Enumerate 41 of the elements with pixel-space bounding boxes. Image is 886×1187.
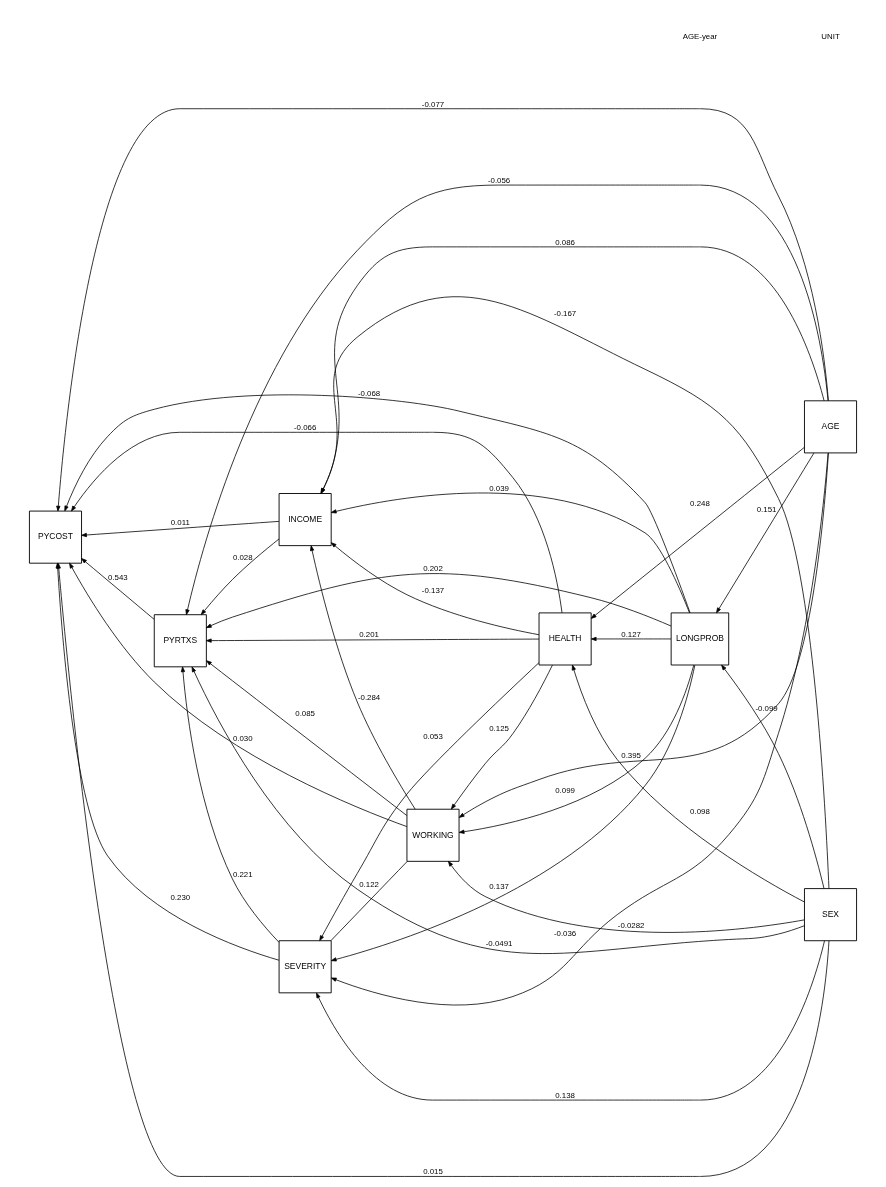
arrow: [330, 664, 696, 962]
node-box: SEX: [804, 888, 858, 942]
arrow: [81, 558, 155, 620]
node-box: WORKING: [406, 808, 460, 862]
arrow: [71, 431, 563, 614]
arrow: [590, 636, 672, 642]
arrow: [310, 545, 416, 810]
node-box: SEVERITY: [278, 940, 332, 994]
arrow: [458, 452, 829, 818]
arrow: [448, 860, 805, 933]
arrow: [319, 662, 540, 941]
arrow: [206, 573, 672, 629]
arrow: [450, 664, 553, 810]
node-box: LONGPROB: [670, 612, 730, 666]
arrow: [64, 394, 691, 614]
arrow: [200, 538, 280, 615]
arrow: [590, 447, 805, 619]
node-box: HEALTH: [538, 612, 592, 666]
node-box: AGE: [804, 400, 858, 454]
arrow: [571, 664, 805, 903]
node-box: PYRTXS: [153, 614, 207, 668]
arrow: [316, 940, 825, 1101]
arrow: [716, 452, 815, 614]
arrow: [320, 296, 830, 889]
arrow: [330, 492, 690, 614]
arrow: [206, 660, 408, 816]
arrow: [330, 542, 540, 636]
arrow: [180, 666, 280, 943]
arrow: [458, 664, 695, 834]
arrow: [205, 638, 540, 643]
node-box: PYCOST: [28, 510, 82, 564]
arrow: [721, 664, 825, 889]
arrow: [56, 108, 829, 512]
arrow: [185, 184, 829, 616]
arrow: [330, 452, 829, 1006]
arrow: [81, 521, 280, 538]
arrow: [69, 562, 408, 827]
node-box: INCOME: [278, 493, 332, 547]
arrow: [191, 666, 805, 954]
connector: [330, 861, 408, 942]
arrow: [320, 246, 825, 494]
